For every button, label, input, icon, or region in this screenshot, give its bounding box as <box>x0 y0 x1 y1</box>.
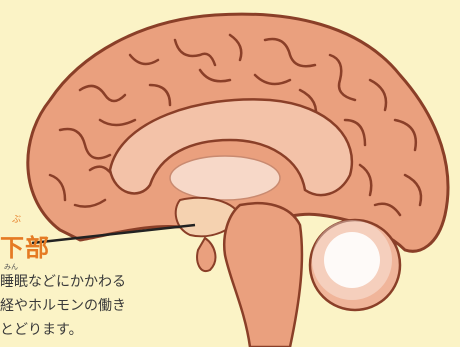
thalamus <box>170 156 280 200</box>
description: 睡眠などにかかわる 経やホルモンの働き とどります。 <box>0 270 165 342</box>
title-ruby: ぶ <box>12 212 21 225</box>
label-title: 下部 <box>0 228 50 263</box>
description-line-3: とどります。 <box>0 318 165 342</box>
brainstem <box>224 203 302 347</box>
pituitary <box>197 238 215 271</box>
description-line-2: 経やホルモンの働き <box>0 294 165 318</box>
description-line-1: 睡眠などにかかわる <box>0 270 165 294</box>
